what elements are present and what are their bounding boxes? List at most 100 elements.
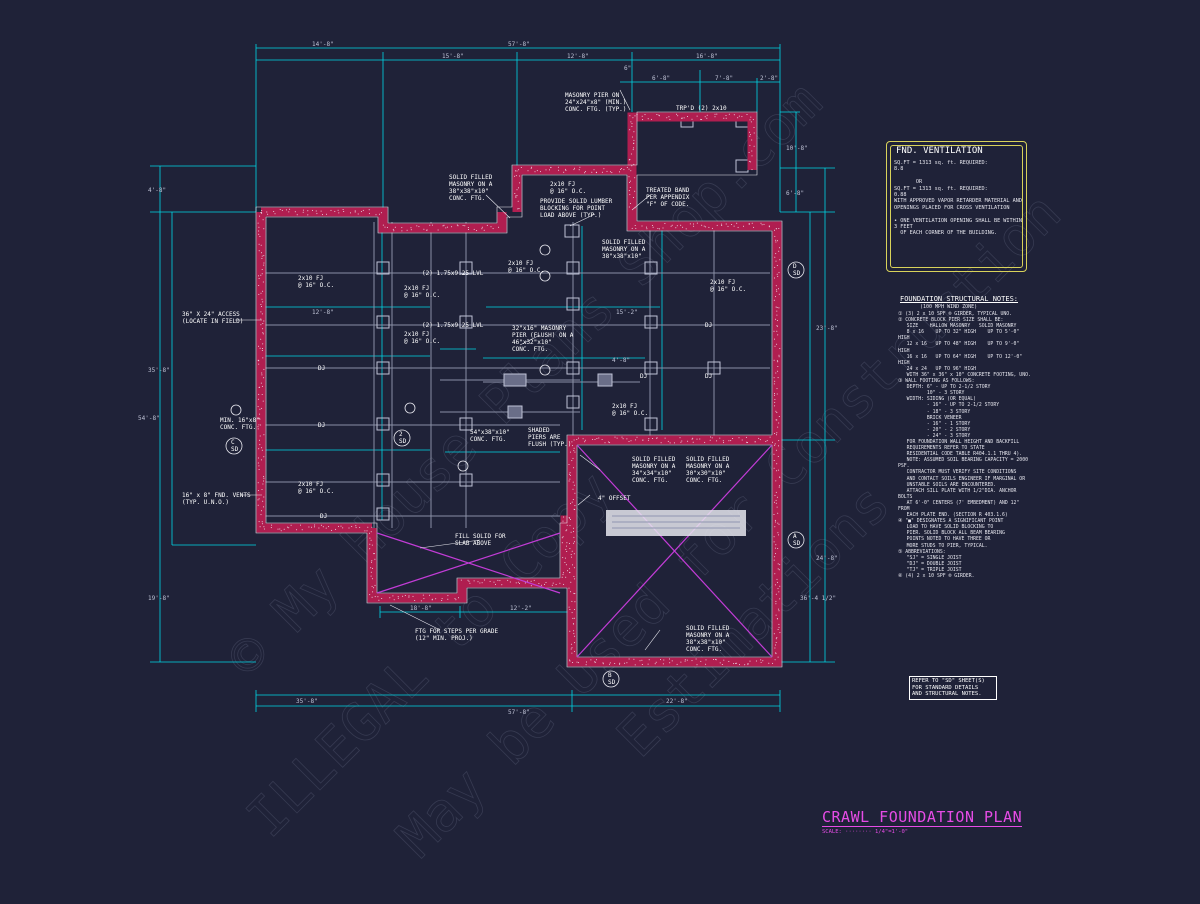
wall-dot	[603, 168, 605, 170]
wall-dot	[555, 584, 557, 585]
wall-dot	[259, 408, 261, 410]
wall-dot	[753, 145, 755, 147]
wall-dot	[429, 224, 431, 226]
wall-dot	[598, 437, 600, 439]
wall-dot	[772, 441, 773, 443]
wall-dot	[574, 642, 576, 644]
offset-note: 4" OFFSET	[598, 495, 631, 502]
wall-dot	[371, 526, 373, 528]
section-markers	[225, 244, 805, 688]
wall-dot	[778, 356, 780, 358]
dimension-label: 54'-8"	[138, 415, 160, 422]
wall-dot	[573, 630, 575, 632]
wall-dot	[723, 442, 725, 444]
wall-dot	[622, 438, 624, 440]
wall-dot	[389, 597, 391, 599]
joist-label: 2x10 FJ@ 16" O.C.	[404, 285, 440, 299]
wall-dot	[573, 508, 575, 510]
wall-dot	[371, 544, 373, 546]
wall-dot	[442, 225, 444, 227]
wall-dot	[479, 582, 481, 584]
wall-dot	[703, 225, 705, 227]
wall-dot	[774, 556, 776, 558]
wall-dot	[632, 117, 634, 119]
wall-dot	[351, 526, 353, 527]
wall-dot	[684, 659, 686, 661]
wall-dot	[473, 580, 475, 582]
wall-dot	[751, 169, 753, 171]
wall-dot	[633, 139, 635, 141]
wall-dot	[263, 526, 265, 528]
wall-dot	[626, 662, 628, 664]
wall-dot	[704, 116, 706, 118]
wall-dot	[386, 226, 388, 228]
wall-dot	[263, 264, 265, 266]
wall-dot	[777, 581, 778, 583]
wall-dot	[691, 118, 693, 120]
ftg-note: 54"x38"x10"CONC. FTG.	[470, 429, 510, 443]
wall-dot	[406, 229, 408, 231]
wall-dot	[578, 662, 579, 664]
wall-dot	[514, 193, 516, 194]
wall-dot	[455, 599, 457, 601]
wall-dot	[569, 478, 571, 480]
wall-dot	[572, 488, 574, 490]
wall-dot	[516, 189, 518, 191]
wall-dot	[551, 584, 553, 586]
wall-dot	[368, 213, 370, 215]
wall-dot	[601, 171, 603, 173]
wall-dot	[774, 494, 776, 496]
wall-dot	[296, 214, 298, 216]
wall-dot	[628, 658, 630, 660]
wall-dot	[776, 273, 778, 275]
wall-dot	[355, 525, 357, 527]
wall-dot	[564, 562, 566, 563]
wall-dot	[568, 659, 570, 661]
wall-dot	[596, 438, 598, 439]
wall-dot	[733, 225, 735, 227]
wall-dot	[260, 424, 262, 426]
wall-dot	[569, 451, 571, 453]
wall-dot	[371, 578, 373, 580]
wall-dot	[669, 662, 671, 664]
steps-note: FTG FOR STEPS PER GRADE(12" MIN. PROJ.)	[415, 628, 498, 642]
wall-dot	[658, 114, 660, 116]
wall-dot	[574, 167, 575, 169]
wall-dot	[259, 418, 261, 420]
wall-dot	[775, 502, 777, 504]
wall-dot	[423, 598, 425, 600]
wall-dot	[572, 481, 574, 483]
wall-dot	[261, 258, 263, 259]
wall-dot	[354, 210, 356, 212]
wall-dot	[736, 222, 738, 224]
wall-dot	[775, 318, 776, 320]
wall-dot	[261, 306, 262, 307]
wall-dot	[261, 385, 263, 387]
wall-dot	[561, 537, 563, 539]
wall-dot	[397, 597, 399, 599]
wall-dot	[766, 440, 768, 442]
wall-dot	[257, 428, 259, 430]
wall-dot	[778, 485, 780, 487]
wall-dot	[302, 209, 304, 211]
wall-dot	[680, 661, 682, 663]
wall-dot	[569, 571, 571, 573]
wall-dot	[258, 469, 260, 470]
wall-dot	[778, 416, 780, 417]
wall-dot	[777, 522, 779, 524]
wall-dot	[776, 506, 778, 508]
wall-dot	[768, 226, 770, 228]
wall-dot	[775, 491, 777, 493]
wall-dot	[775, 644, 776, 646]
wall-dot	[746, 114, 748, 115]
wall-dot	[774, 229, 775, 231]
wall-dot	[775, 253, 777, 255]
wall-dot	[748, 223, 750, 225]
wall-dot	[779, 632, 781, 634]
wall-dot	[273, 211, 275, 212]
wall-dot	[527, 580, 529, 582]
wall-dot	[774, 405, 776, 407]
